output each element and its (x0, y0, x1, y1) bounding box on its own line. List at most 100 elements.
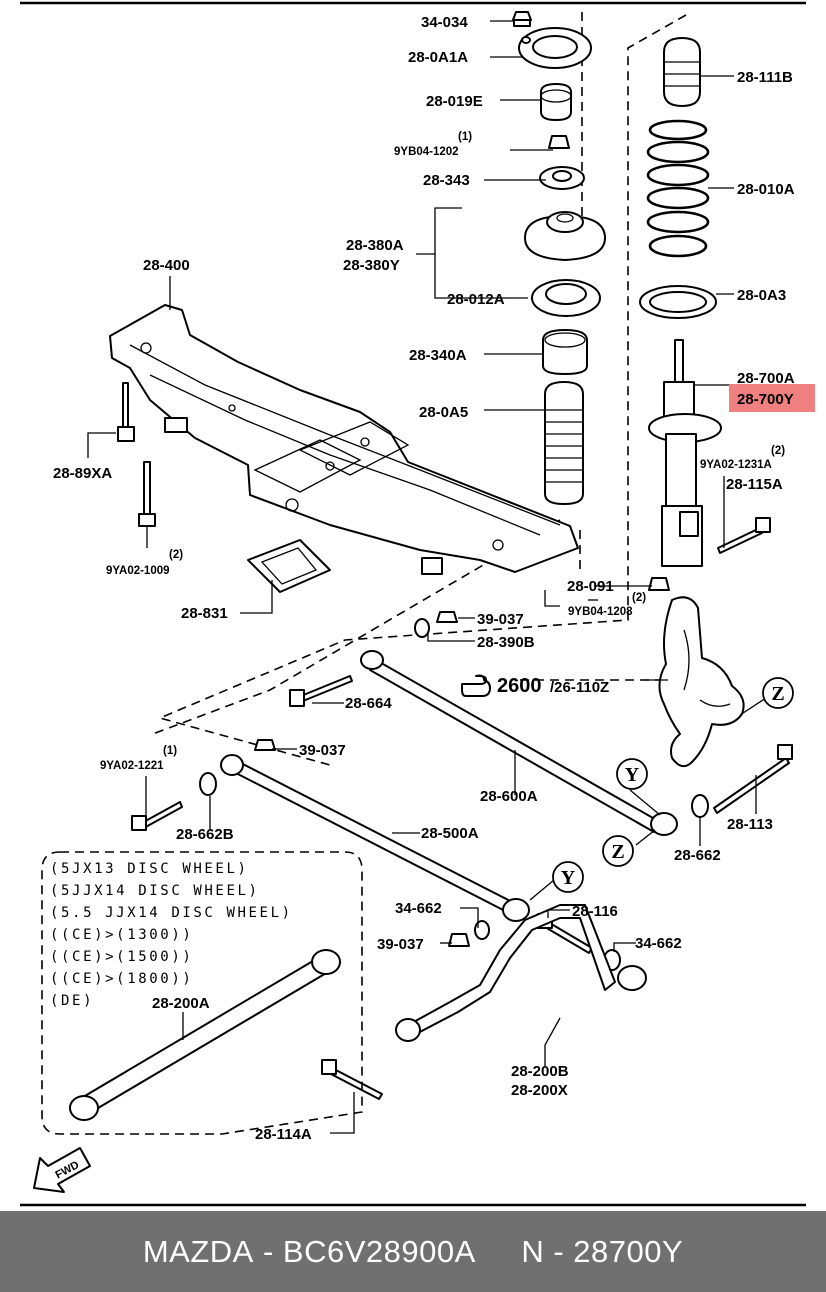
note-line: (5.5 JJX14 DISC WHEEL) (50, 905, 293, 921)
label-28-010A: 28-010A (737, 181, 795, 198)
mount-28-380A (524, 211, 606, 261)
footer-n-code: 28700Y (573, 1233, 684, 1269)
label-26-110Z: /26-110Z (550, 679, 609, 696)
qty-9YA02-1231A: (2) (771, 445, 785, 457)
note-line: ((CE)>(1300)) (50, 927, 193, 943)
label-9YB04-1208: 9YB04-1208 (568, 606, 633, 618)
label-28-500A: 28-500A (421, 825, 479, 842)
label-28-89XA: 28-89XA (53, 465, 112, 482)
label-28-390B: 28-390B (477, 634, 535, 651)
nut-39-037-b (254, 739, 276, 751)
label-2600: 2600 (497, 675, 542, 697)
seat-28-012A (531, 279, 601, 317)
shock-absorber-28-700A (648, 339, 722, 567)
callout-z-lower: Z (602, 835, 634, 867)
qty-9YB04-1202: (1) (458, 131, 472, 143)
label-28-0A5: 28-0A5 (419, 404, 468, 421)
nut-39-037 (436, 611, 458, 623)
label-9YA02-1009: 9YA02-1009 (106, 565, 170, 577)
label-28-343: 28-343 (423, 172, 470, 189)
qty-9YA02-1009: (2) (169, 549, 183, 561)
label-28-200B: 28-200B (511, 1063, 569, 1080)
label-34-034: 34-034 (421, 14, 468, 31)
label-28-831: 28-831 (181, 605, 228, 622)
callout-y-lower: Y (552, 861, 584, 893)
leader-lines (87, 20, 767, 1134)
washer-28-390B (414, 618, 430, 638)
trailing-link-28-200A (69, 949, 341, 1121)
label-39-037-a: 39-037 (477, 611, 524, 628)
note-line: ((CE)>(1500)) (50, 949, 193, 965)
lateral-link-28-600A (360, 650, 678, 836)
bushing-28-019E (540, 83, 572, 121)
bolt-9YA02-1009 (138, 461, 156, 527)
footer-bar: MAZDA - BC6V28900A N - 28700Y (0, 1211, 826, 1292)
label-28-380Y: 28-380Y (343, 257, 400, 274)
bolt-28-89XA (117, 382, 135, 442)
label-28-116: 28-116 (572, 903, 618, 920)
label-28-340A: 28-340A (409, 347, 467, 364)
svg-text:Z: Z (611, 841, 624, 863)
label-28-019E: 28-019E (426, 93, 483, 110)
label-28-664: 28-664 (345, 695, 392, 712)
highlight-box (729, 384, 815, 412)
bump-rubber-28-111B (663, 37, 701, 107)
spring-seat-28-0A3 (639, 285, 717, 319)
svg-text:Y: Y (561, 867, 576, 889)
washer-28-662 (691, 794, 709, 818)
label-9YA02-1221: 9YA02-1221 (100, 760, 164, 772)
label-28-662B: 28-662B (176, 826, 234, 843)
label-28-012A: 28-012A (447, 291, 505, 308)
option-notes: (5JX13 DISC WHEEL) (5JJX14 DISC WHEEL) (… (50, 861, 293, 1009)
dust-cover-28-0A1A (518, 27, 592, 69)
nut-28-091 (648, 577, 670, 591)
qty-9YB04-1208: (2) (632, 592, 646, 604)
washer-34-662 (474, 920, 490, 940)
svg-text:Z: Z (771, 683, 784, 705)
label-28-700A: 28-700A (737, 370, 795, 387)
lateral-link-28-500A (220, 754, 530, 922)
label-28-700Y: 28-700Y (737, 391, 794, 408)
label-28-200X: 28-200X (511, 1082, 568, 1099)
dust-boot-28-0A5 (544, 381, 584, 505)
exploded-suspension-diagram: 34-034 28-0A1A 28-019E (1) 9YB04-1202 28… (20, 1, 815, 1207)
part-labels: 34-034 28-0A1A 28-019E (1) 9YB04-1202 28… (53, 14, 795, 1143)
bolt-28-115A (717, 517, 771, 554)
washer-28-343 (539, 166, 585, 190)
label-39-037-c: 39-037 (377, 936, 424, 953)
bump-stop-28-340A (542, 329, 588, 375)
label-28-662: 28-662 (674, 847, 721, 864)
label-28-400: 28-400 (143, 257, 190, 274)
label-28-111B: 28-111B (737, 69, 793, 86)
nut-39-037-c (448, 933, 470, 947)
note-line: (5JJX14 DISC WHEEL) (50, 883, 260, 899)
washer-28-662B (199, 772, 217, 796)
coil-spring-28-010A (646, 119, 710, 258)
label-28-0A3: 28-0A3 (737, 287, 786, 304)
label-9YB04-1202: 9YB04-1202 (394, 146, 459, 158)
label-28-380A: 28-380A (346, 237, 404, 254)
bolt-9YA02-1221 (131, 801, 183, 831)
label-28-0A1A: 28-0A1A (408, 49, 468, 66)
label-28-600A: 28-600A (480, 788, 538, 805)
label-28-200A: 28-200A (152, 995, 210, 1012)
note-line: ((CE)>(1800)) (50, 971, 193, 987)
insulator-28-831 (247, 539, 331, 593)
bolt-28-113 (713, 744, 793, 814)
knuckle-assembly (658, 596, 745, 768)
reference-hand-icon (461, 674, 491, 697)
label-28-113: 28-113 (727, 816, 773, 833)
nut-9YB04-1202 (548, 135, 570, 149)
bolt-28-114A (321, 1059, 383, 1100)
callout-y-upper: Y (616, 758, 648, 790)
label-28-115A: 28-115A (726, 476, 783, 493)
label-9YA02-1231A: 9YA02-1231A (700, 459, 772, 471)
fwd-arrow-icon: FWD (33, 1147, 91, 1193)
crossmember-28-400 (109, 304, 579, 575)
label-34-662-b: 34-662 (635, 935, 682, 952)
label-34-662-a: 34-662 (395, 900, 442, 917)
trailing-link-28-200B (395, 904, 647, 1042)
label-28-091: 28-091 (567, 578, 614, 595)
label-39-037-b: 39-037 (299, 742, 346, 759)
